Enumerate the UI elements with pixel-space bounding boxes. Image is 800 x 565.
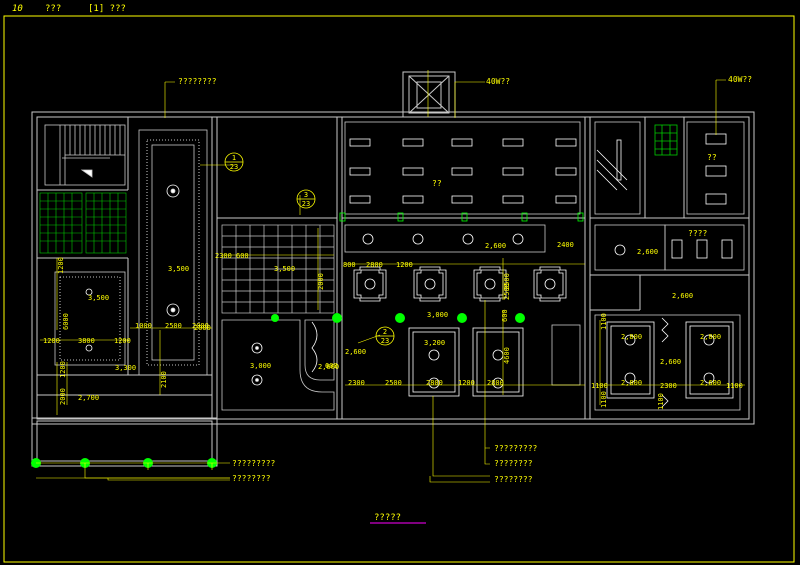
dim-text: 1100 [591, 382, 608, 390]
bottom-note: ????????? [494, 444, 538, 453]
height-mark: 3,300 [115, 364, 136, 372]
dim-text: 1200 [458, 379, 475, 387]
height-mark: 2,800 [621, 379, 642, 387]
dim-text: 1200 [43, 337, 60, 345]
callout-1-num: 1 [232, 154, 236, 162]
height-mark: 2,600 [672, 292, 693, 300]
dimension-lines [40, 228, 745, 415]
dim-text: 1200 [396, 261, 413, 269]
dim-text: 600 [236, 252, 249, 260]
dim-text: 3800 [78, 337, 95, 345]
dim-text: 1100 [657, 393, 665, 410]
dim-text: 6000 [62, 313, 70, 330]
dim-text: 2500 [385, 379, 402, 387]
dim-text: 600 [501, 309, 509, 322]
hall-side-panel [551, 324, 581, 386]
bottom-note: ???????? [232, 474, 271, 483]
dim-text: 2300 [215, 252, 232, 260]
dim-text: 1200 [114, 337, 131, 345]
height-mark: 3,000 [427, 311, 448, 319]
dim-text: 1000 [135, 322, 152, 330]
stair-left [44, 124, 126, 186]
callout-3-sheet: 23 [381, 337, 389, 345]
height-mark: 2,800 [700, 333, 721, 341]
dimension-text: 1200 3800 1200 2000 1200 6000 1000 2500 … [43, 241, 743, 410]
lower-mid-room [221, 319, 335, 411]
callout-1-sheet: 23 [230, 163, 238, 171]
dim-text: 2000 [192, 322, 209, 330]
dim-text: 2300 [660, 382, 677, 390]
height-mark: 2,600 [700, 379, 721, 387]
dim-text: 2500 [165, 322, 182, 330]
height-mark: 3,200 [424, 339, 445, 347]
dim-text: 2000 [317, 273, 325, 290]
height-mark: 2,600 [660, 358, 681, 366]
header-title-b: [1] ??? [88, 4, 126, 14]
height-mark: 3,000 [250, 362, 271, 370]
height-mark: 2,600 [318, 363, 339, 371]
height-mark: 3,500 [88, 294, 109, 302]
callout-3-num: 2 [383, 328, 387, 336]
bottom-note: ???????? [494, 475, 533, 484]
leader-lines [36, 70, 726, 483]
room-left-lower [54, 271, 126, 366]
label-lamp-left: 40W?? [486, 77, 510, 86]
dim-text: 2800 [426, 379, 443, 387]
dim-text: 2800 [487, 379, 504, 387]
dim-text: 1100 [726, 382, 743, 390]
dim-text: 2000 [194, 324, 211, 332]
hall-green-lamps [271, 313, 525, 323]
dim-text: 600 [325, 362, 338, 370]
dim-text: 1200 [59, 361, 67, 378]
sheet-number: 10 [12, 4, 23, 14]
header-title-a: ??? [45, 4, 61, 14]
dim-text: 2800 [366, 261, 383, 269]
label-note-right-box: ???? [688, 229, 707, 238]
dim-text: 2000 [59, 388, 67, 405]
green-grid-left [39, 192, 127, 254]
bottom-note: ???????? [494, 459, 533, 468]
dim-text: 2300 [348, 379, 365, 387]
sheet-title: ????? [374, 513, 401, 523]
bottom-notes: ????????? ???????? ????????? ???????? ??… [232, 444, 538, 484]
soffit-band [344, 224, 546, 253]
label-note-right-small: ?? [707, 153, 717, 162]
label-lamp-right: 40W?? [728, 75, 752, 84]
height-mark: 2,600 [485, 242, 506, 250]
hall-coffers [353, 266, 567, 397]
height-mark: 2,600 [345, 348, 366, 356]
dim-text: 1100 [600, 391, 608, 408]
outer-walls [31, 71, 755, 467]
corridor-left [138, 129, 208, 376]
callout-2-sheet: 23 [302, 200, 310, 208]
drawing-frame [3, 15, 795, 563]
top-fluorescent-area [339, 121, 584, 222]
height-mark: 3,500 [274, 265, 295, 273]
dim-text: 1200 [57, 257, 65, 274]
dim-text: 1100 [600, 313, 608, 330]
callout-2-num: 3 [304, 191, 308, 199]
dim-text: 2500 [503, 283, 511, 300]
grid-room [221, 224, 335, 314]
dim-text: 4600 [503, 347, 511, 364]
label-note-mid: ?? [432, 179, 442, 188]
height-mark: 2,800 [621, 333, 642, 341]
height-marks: 3,500 3,500 2,700 3,300 3,500 3,000 2,60… [78, 242, 721, 402]
height-mark: 3,500 [168, 265, 189, 273]
dim-text: 2400 [557, 241, 574, 249]
label-note-left: ???????? [178, 77, 217, 86]
dim-text: 800 [343, 261, 356, 269]
dim-text: 2500 [503, 273, 511, 290]
section-callouts [224, 152, 395, 346]
height-mark: 2,600 [637, 248, 658, 256]
bottom-note: ????????? [232, 459, 276, 468]
height-mark: 2,700 [78, 394, 99, 402]
right-rooms [594, 121, 745, 411]
dim-text: 2100 [160, 371, 168, 388]
